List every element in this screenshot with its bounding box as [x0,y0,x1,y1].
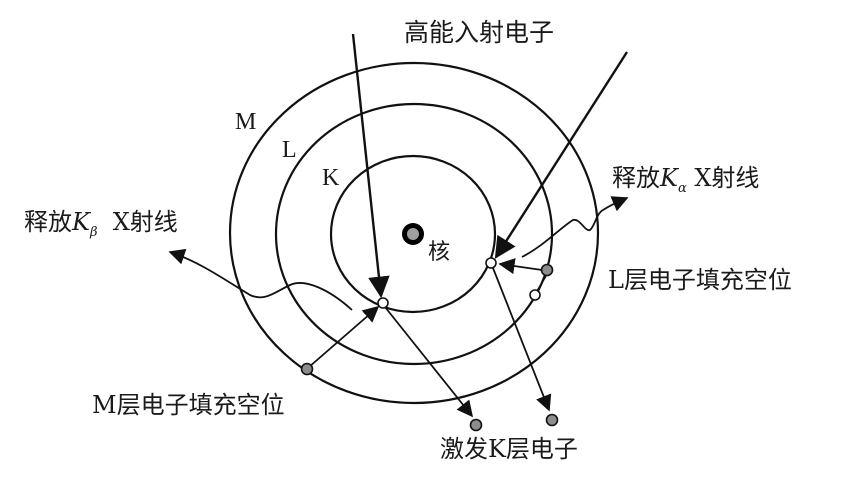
k-alpha-suffix: X射线 [686,164,760,192]
title-label: 高能入射电子 [404,18,555,47]
k-beta-xray-wave [168,248,353,311]
l-vacancy-link [536,275,547,292]
k-alpha-xray-wave [521,196,629,258]
k-alpha-prefix: 释放 [612,164,660,192]
ejected-electron-left [469,418,483,432]
shell-label-l: L [282,137,297,163]
excite-k-label: 激发K层电子 [440,435,578,463]
nucleus-label: 核 [428,240,451,265]
k-alpha-symbol: K [660,164,678,192]
k-beta-subscript: β [89,224,98,240]
l-electron [540,263,554,277]
ejected-electron-left-path [384,306,474,418]
shell-m [228,61,600,405]
k-vacancy-right [485,257,497,269]
m-electron [300,362,314,376]
l-fill-label: L层电子填充空位 [608,266,792,294]
incident-electron-right [494,51,629,259]
k-beta-label: 释放Kβ X射线 [24,210,178,239]
k-beta-symbol: K [72,208,90,236]
k-vacancy-left [377,297,389,309]
k-alpha-label: 释放Kα X射线 [612,166,759,195]
shell-label-m: M [235,109,257,135]
k-beta-suffix: X射线 [97,208,178,236]
nucleus-icon [402,223,424,245]
l-vacancy [529,289,541,301]
k-alpha-subscript: α [677,180,687,196]
shell-k [329,154,497,314]
m-fill-label: M层电子填充空位 [92,391,285,419]
k-beta-prefix: 释放 [24,208,72,236]
ejected-electron-right-path [492,267,552,412]
ejected-electron-right [545,413,559,427]
l-fill-path [498,258,543,275]
m-fill-path [308,305,380,368]
incident-electron-left [351,33,390,299]
shell-label-k: K [322,165,340,191]
shell-l [274,102,554,366]
